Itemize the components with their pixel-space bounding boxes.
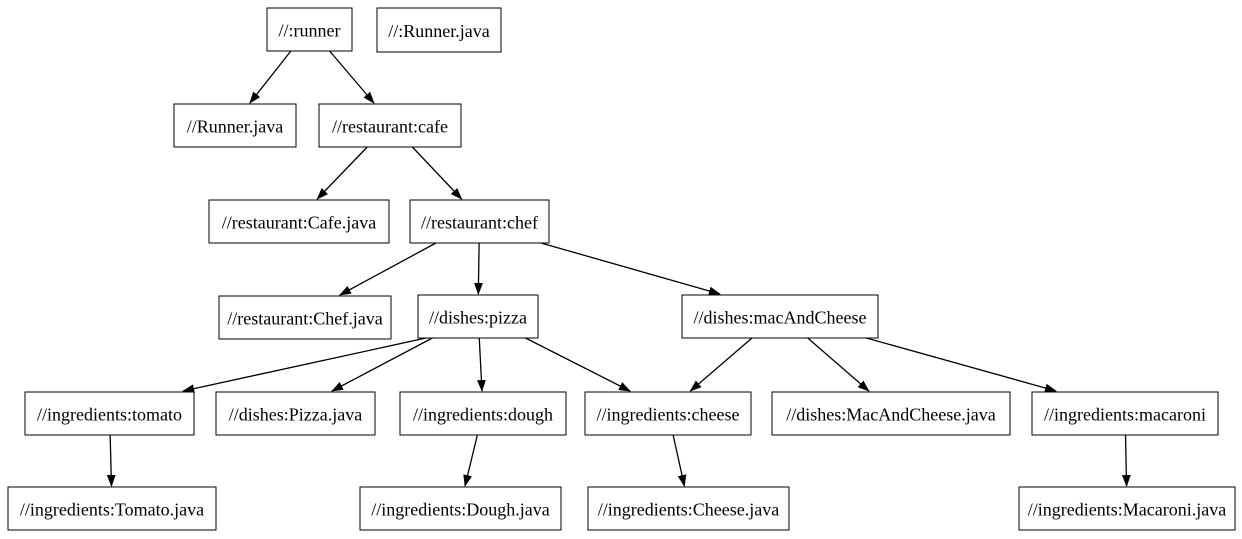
node-label-tomato-java: //ingredients:Tomato.java xyxy=(20,500,204,520)
node-pizza-java: //dishes:Pizza.java xyxy=(215,391,376,436)
node-label-pizza-java: //dishes:Pizza.java xyxy=(229,405,362,425)
node-cafe: //restaurant:cafe xyxy=(318,103,462,148)
node-box-dough xyxy=(399,391,567,436)
node-box-dough-java xyxy=(359,486,562,531)
edge-mac-and-cheese-to-mac-and-cheese-java xyxy=(807,337,870,392)
node-cafe-java: //restaurant:Cafe.java xyxy=(208,199,390,244)
node-runner-java-top: //:Runner.java xyxy=(376,7,502,53)
edge-dough-to-dough-java xyxy=(463,434,479,487)
node-box-cheese xyxy=(584,391,752,436)
node-macaroni: //ingredients:macaroni xyxy=(1031,391,1219,436)
node-tomato: //ingredients:tomato xyxy=(24,391,195,436)
node-label-dough-java: //ingredients:Dough.java xyxy=(371,500,549,520)
edge-mac-and-cheese-to-cheese xyxy=(689,337,753,392)
node-box-pizza-java xyxy=(215,391,376,436)
node-label-mac-and-cheese-java: //dishes:MacAndCheese.java xyxy=(786,405,995,425)
nodes-layer: //:runner //:Runner.java //Runner.java //re… xyxy=(7,7,1236,531)
node-label-cheese: //ingredients:cheese xyxy=(597,405,740,425)
node-mac-and-cheese: //dishes:macAndCheese xyxy=(681,294,879,339)
node-tomato-java: //ingredients:Tomato.java xyxy=(7,486,217,531)
node-label-macaroni-java: //ingredients:Macaroni.java xyxy=(1028,500,1226,520)
node-box-macaroni-java xyxy=(1018,486,1236,531)
node-box-runner-java xyxy=(173,103,297,148)
edge-cafe-to-chef xyxy=(411,146,463,200)
node-box-mac-and-cheese xyxy=(681,294,879,339)
node-cheese-java: //ingredients:Cheese.java xyxy=(587,486,790,531)
node-label-pizza: //dishes:pizza xyxy=(429,308,527,328)
node-dough: //ingredients:dough xyxy=(399,391,567,436)
node-box-chef xyxy=(409,199,550,244)
node-label-macaroni: //ingredients:macaroni xyxy=(1044,405,1206,425)
node-runner-java: //Runner.java xyxy=(173,103,297,148)
node-label-tomato: //ingredients:tomato xyxy=(37,405,182,425)
node-label-runner: //:runner xyxy=(279,21,341,41)
node-box-mac-and-cheese-java xyxy=(771,391,1011,436)
edge-cheese-to-cheese-java xyxy=(672,434,687,487)
node-label-mac-and-cheese: //dishes:macAndCheese xyxy=(694,308,867,328)
node-cheese: //ingredients:cheese xyxy=(584,391,752,436)
node-box-runner xyxy=(266,7,353,52)
node-box-macaroni xyxy=(1031,391,1219,436)
edge-pizza-to-dough xyxy=(477,337,486,392)
edge-pizza-to-tomato xyxy=(182,337,427,393)
edge-pizza-to-pizza-java xyxy=(331,337,433,392)
edge-cafe-to-cafe-java xyxy=(316,146,368,200)
node-label-cafe-java: //restaurant:Cafe.java xyxy=(222,213,376,233)
edge-tomato-to-tomato-java xyxy=(106,434,116,487)
node-box-runner-java-top xyxy=(376,7,502,53)
node-dough-java: //ingredients:Dough.java xyxy=(359,486,562,531)
edge-runner-to-runner-java xyxy=(249,50,292,104)
node-macaroni-java: //ingredients:Macaroni.java xyxy=(1018,486,1236,531)
node-pizza: //dishes:pizza xyxy=(417,294,539,339)
node-runner: //:runner xyxy=(266,7,353,52)
node-box-tomato xyxy=(24,391,195,436)
node-chef-java: //restaurant:Chef.java xyxy=(218,295,392,340)
node-chef: //restaurant:chef xyxy=(409,199,550,244)
edge-chef-to-chef-java xyxy=(339,242,437,296)
edge-mac-and-cheese-to-macaroni xyxy=(866,337,1057,393)
edge-macaroni-to-macaroni-java xyxy=(1121,434,1131,487)
edge-runner-to-cafe xyxy=(329,50,375,104)
node-mac-and-cheese-java: //dishes:MacAndCheese.java xyxy=(771,391,1011,436)
node-label-dough: //ingredients:dough xyxy=(413,405,553,425)
edge-chef-to-pizza xyxy=(474,242,483,295)
node-label-cheese-java: //ingredients:Cheese.java xyxy=(598,500,779,520)
node-label-cafe: //restaurant:cafe xyxy=(332,117,448,137)
edges-layer xyxy=(106,50,1131,487)
node-box-tomato-java xyxy=(7,486,217,531)
node-label-runner-java-top: //:Runner.java xyxy=(388,21,489,41)
node-box-chef-java xyxy=(218,295,392,340)
node-label-chef-java: //restaurant:Chef.java xyxy=(227,309,382,329)
node-box-cafe xyxy=(318,103,462,148)
node-label-chef: //restaurant:chef xyxy=(421,213,538,233)
node-label-runner-java: //Runner.java xyxy=(187,117,283,137)
node-box-cheese-java xyxy=(587,486,790,531)
edge-chef-to-mac-and-cheese xyxy=(540,242,721,296)
node-box-pizza xyxy=(417,294,539,339)
node-box-cafe-java xyxy=(208,199,390,244)
edge-pizza-to-cheese xyxy=(525,337,631,392)
